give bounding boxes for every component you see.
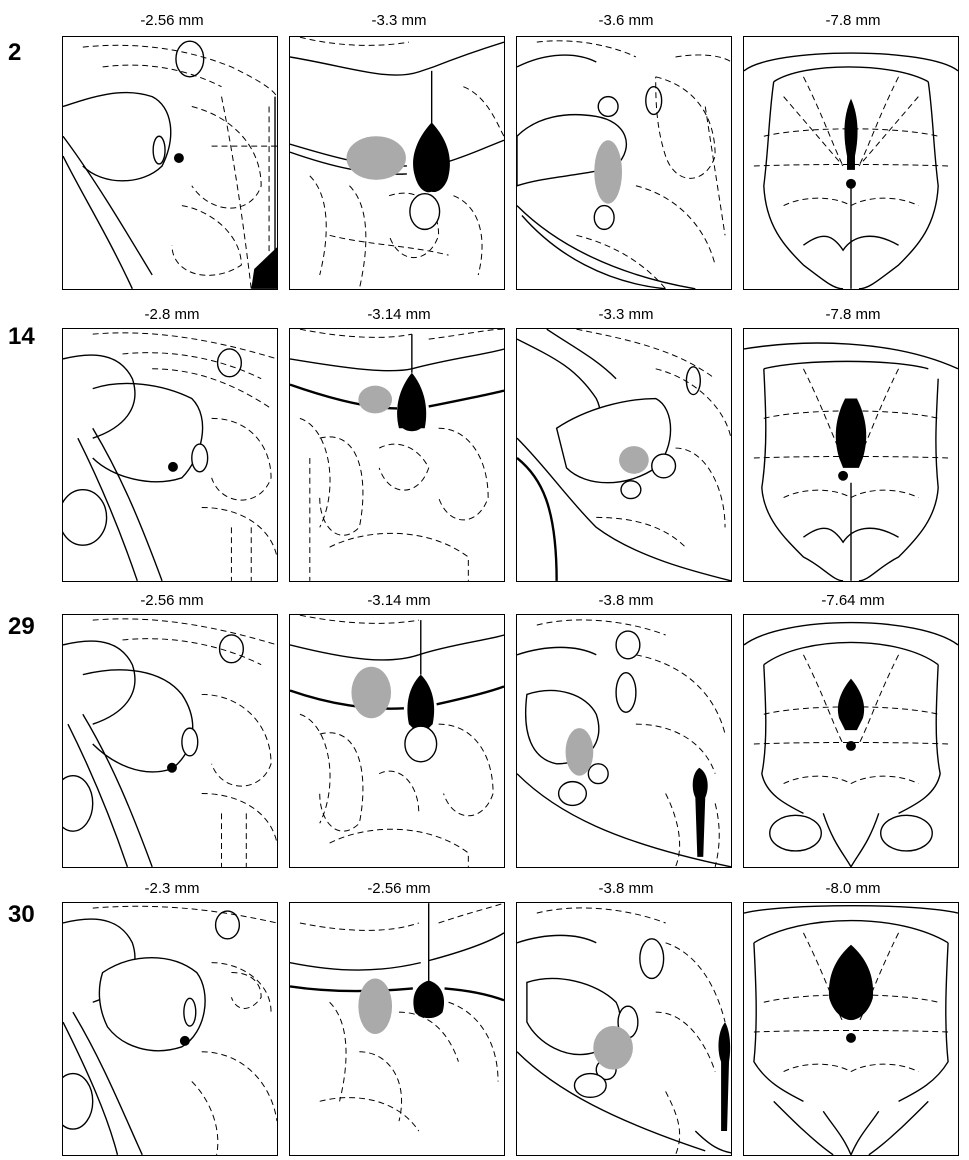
brain-section-panel: [516, 328, 732, 582]
level-label: -2.56 mm: [289, 880, 509, 898]
atlas-section-drawing: [517, 903, 731, 1155]
atlas-section-drawing: [290, 37, 504, 289]
level-label: -7.8 mm: [743, 12, 963, 30]
level-label: -3.3 mm: [289, 12, 509, 30]
brain-section-panel: [516, 614, 732, 868]
brain-section-panel: [62, 328, 278, 582]
brain-section-panel: [743, 614, 959, 868]
lesion-area: [358, 978, 392, 1033]
atlas-section-drawing: [744, 615, 958, 867]
level-label: -3.6 mm: [516, 12, 736, 30]
placement-dot: [180, 1036, 190, 1046]
placement-dot: [174, 153, 184, 163]
level-label: -2.3 mm: [62, 880, 282, 898]
lesion-area: [593, 1026, 633, 1070]
placement-dot: [167, 763, 177, 773]
atlas-section-drawing: [744, 329, 958, 581]
lesion-area: [619, 446, 649, 474]
level-label: -3.8 mm: [516, 880, 736, 898]
level-label: -3.8 mm: [516, 592, 736, 610]
atlas-section-drawing: [290, 615, 504, 867]
subject-label: 14: [8, 324, 56, 350]
brain-section-panel: [289, 328, 505, 582]
atlas-section-drawing: [744, 903, 958, 1155]
lesion-area: [594, 140, 622, 203]
lesion-area: [566, 728, 594, 776]
level-label: -3.14 mm: [289, 306, 509, 324]
lesion-area: [358, 386, 392, 414]
level-label: -7.8 mm: [743, 306, 963, 324]
placement-dot: [846, 1033, 856, 1043]
atlas-section-drawing: [290, 329, 504, 581]
brain-section-panel: [289, 902, 505, 1156]
brain-section-panel: [62, 902, 278, 1156]
brain-section-panel: [289, 36, 505, 290]
atlas-section-drawing: [744, 37, 958, 289]
subject-label: 29: [8, 614, 56, 640]
brain-section-panel: [289, 614, 505, 868]
brain-section-panel: [516, 36, 732, 290]
atlas-section-drawing: [63, 37, 277, 289]
atlas-section-drawing: [517, 615, 731, 867]
placement-dot: [846, 741, 856, 751]
placement-dot: [846, 179, 856, 189]
brain-section-panel: [743, 36, 959, 290]
placement-dot: [168, 462, 178, 472]
atlas-section-drawing: [63, 615, 277, 867]
subject-label: 30: [8, 902, 56, 928]
lesion-area: [351, 667, 391, 719]
level-label: -8.0 mm: [743, 880, 963, 898]
level-label: -2.56 mm: [62, 12, 282, 30]
brain-section-panel: [516, 902, 732, 1156]
level-label: -2.56 mm: [62, 592, 282, 610]
atlas-section-drawing: [63, 329, 277, 581]
brain-section-panel: [62, 614, 278, 868]
atlas-section-drawing: [517, 329, 731, 581]
brain-section-panel: [62, 36, 278, 290]
lesion-area: [346, 136, 405, 180]
placement-dot: [838, 471, 848, 481]
level-label: -7.64 mm: [743, 592, 963, 610]
level-label: -3.3 mm: [516, 306, 736, 324]
level-label: -3.14 mm: [289, 592, 509, 610]
atlas-section-drawing: [290, 903, 504, 1155]
brain-section-panel: [743, 328, 959, 582]
subject-label: 2: [8, 40, 56, 66]
level-label: -2.8 mm: [62, 306, 282, 324]
brain-section-panel: [743, 902, 959, 1156]
atlas-section-drawing: [63, 903, 277, 1155]
atlas-section-drawing: [517, 37, 731, 289]
